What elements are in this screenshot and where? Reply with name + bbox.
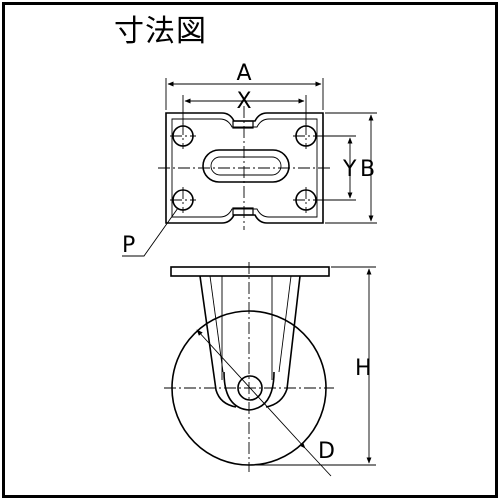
side-top-plate	[170, 266, 330, 277]
dimension-a: A	[165, 61, 324, 110]
dimension-d: D	[196, 329, 335, 477]
label-a: A	[236, 61, 251, 86]
diagram-title: 寸法図	[114, 14, 207, 49]
label-x: X	[236, 89, 251, 114]
plate-tab-bottom	[232, 207, 254, 216]
label-p: P	[122, 233, 135, 258]
label-d: D	[318, 439, 335, 464]
side-caster-view	[164, 262, 334, 472]
diameter-line-extension	[304, 447, 332, 477]
plate-outline	[165, 112, 324, 224]
dimension-b: B	[325, 112, 377, 224]
dimension-x: X	[182, 89, 307, 124]
leader-line	[122, 207, 179, 257]
label-h: H	[355, 356, 372, 381]
top-plate-view	[158, 106, 330, 230]
dimension-y: Y	[318, 135, 357, 201]
center-slot	[202, 149, 290, 183]
diameter-line	[196, 329, 306, 449]
plate-inner-edge	[171, 118, 318, 218]
dimension-h: H	[252, 266, 376, 466]
fork-inner-line	[278, 275, 292, 373]
label-b: B	[360, 157, 375, 182]
center-slot-inner	[210, 156, 282, 176]
leader-p: P	[122, 207, 179, 258]
label-y: Y	[342, 157, 357, 182]
plate-tab-top	[232, 120, 254, 129]
